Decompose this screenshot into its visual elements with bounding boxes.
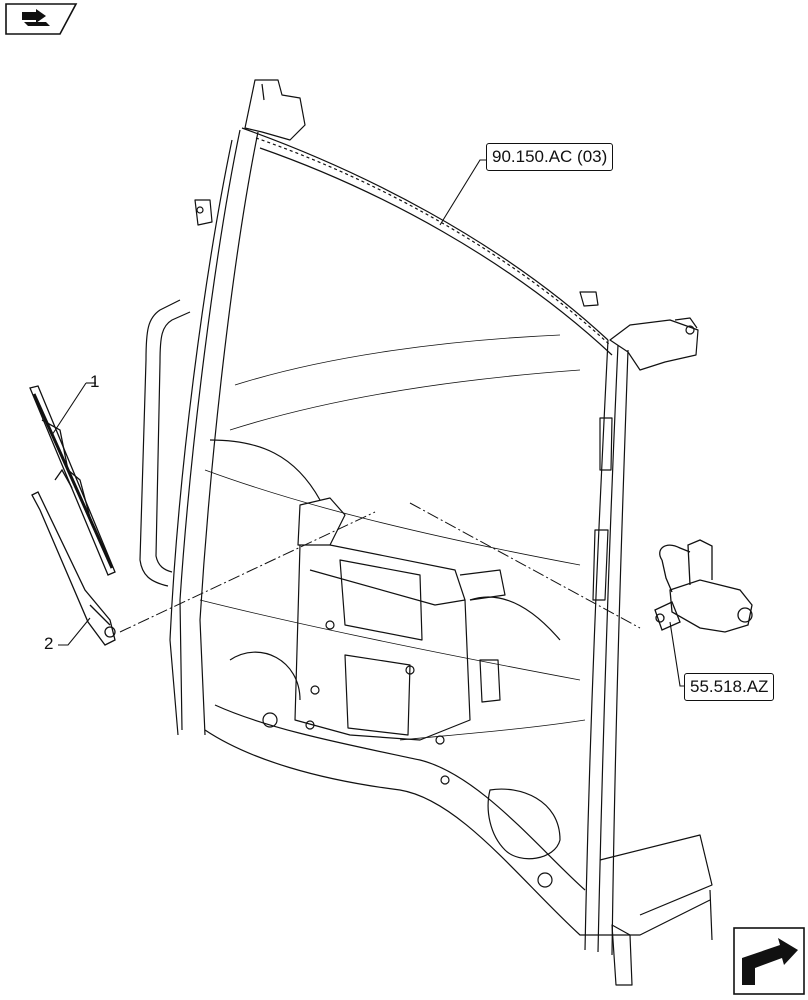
reference-callout-motor[interactable]: 55.518.AZ: [684, 673, 775, 701]
wiper-blade: [29, 385, 116, 576]
item-number-2: 2: [44, 634, 54, 653]
leader-lines: [51, 159, 690, 687]
book-arrow-icon[interactable]: [5, 3, 78, 35]
wiper-motor: [654, 539, 753, 633]
cab-frame: [139, 79, 713, 986]
item-number-1: 1: [90, 372, 100, 391]
reference-callout-top[interactable]: 90.150.AC (03): [486, 143, 614, 171]
next-page-arrow-icon[interactable]: [733, 927, 805, 995]
wiper-arm: [31, 491, 116, 646]
assembly-centerlines: [119, 502, 641, 633]
